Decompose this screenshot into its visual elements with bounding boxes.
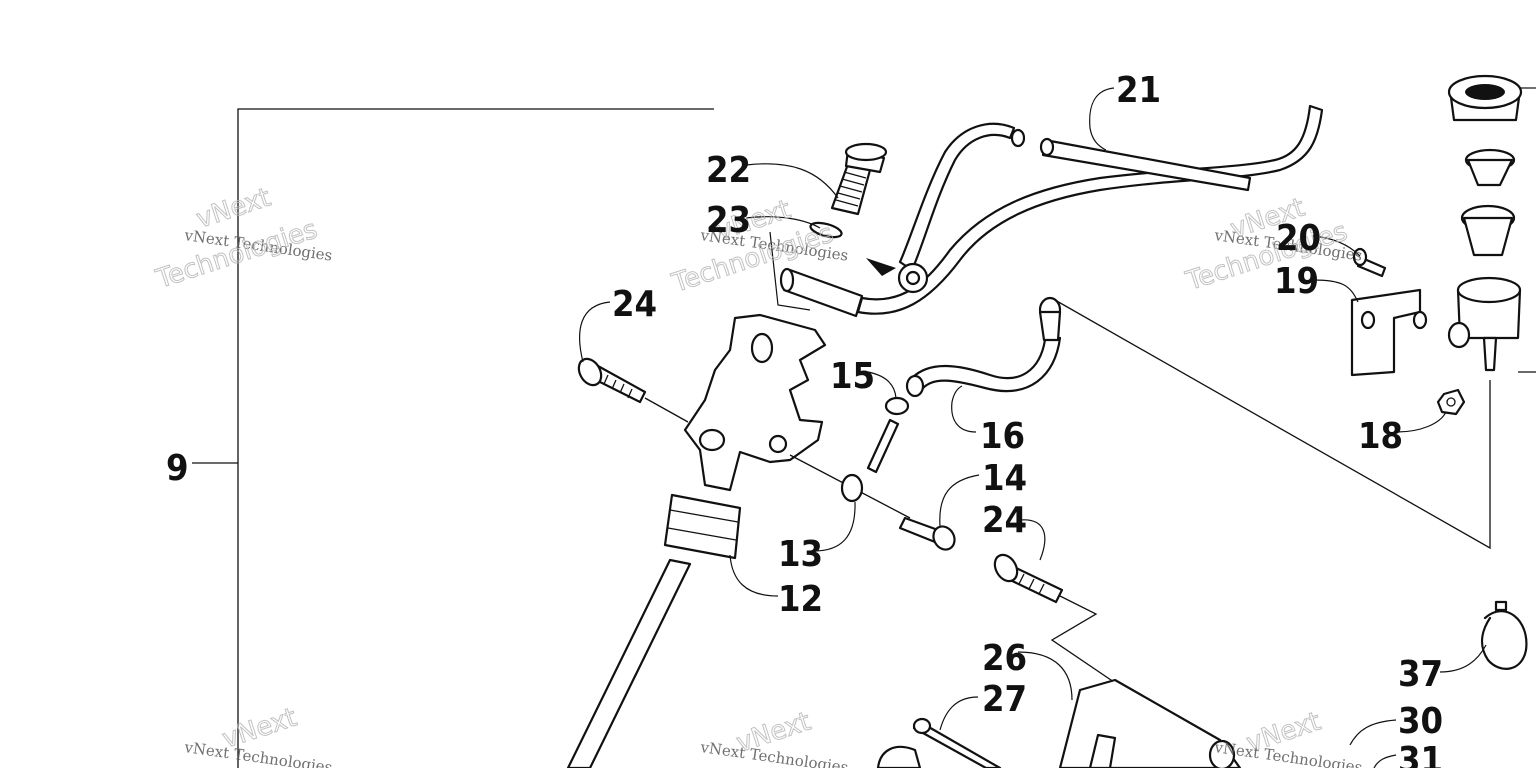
callout-27: 27 — [982, 679, 1027, 720]
bolt-24-lower — [993, 553, 1064, 604]
callout-31: 31 — [1398, 740, 1443, 768]
reservoir-hose — [905, 296, 1062, 398]
watermark-layer: vNext vNext Technologies Technologies vN… — [151, 182, 1363, 768]
callout-16: 16 — [980, 416, 1025, 457]
watermark-big-1: vNext — [193, 183, 275, 235]
callout-12: 12 — [778, 579, 823, 620]
nut-18 — [1436, 388, 1466, 416]
reservoir-assembly — [1447, 74, 1523, 372]
callout-24-lower: 24 — [982, 500, 1027, 541]
bolt-24-upper — [577, 357, 647, 404]
banjo-bolt — [830, 142, 888, 216]
callout-labels: 21 22 23 20 19 24 15 18 9 16 14 24 13 12… — [166, 70, 1443, 768]
callout-20: 20 — [1276, 218, 1321, 259]
leader-lines — [579, 87, 1536, 768]
callout-19: 19 — [1274, 261, 1319, 302]
clevis-pin — [840, 396, 910, 503]
callout-26: 26 — [982, 638, 1027, 679]
callout-15: 15 — [830, 356, 875, 397]
pedal-pivot — [876, 678, 1242, 768]
callout-13: 13 — [778, 534, 823, 575]
group-bracket-9 — [192, 108, 714, 768]
hose-clamp — [1481, 600, 1528, 670]
reservoir-bracket — [1350, 288, 1428, 377]
callout-14: 14 — [982, 458, 1027, 499]
callout-9: 9 — [166, 448, 189, 489]
master-cylinder — [566, 313, 827, 768]
callout-22: 22 — [706, 150, 751, 191]
callout-18: 18 — [1358, 416, 1403, 457]
callout-37: 37 — [1398, 654, 1443, 695]
callout-23: 23 — [706, 200, 751, 241]
brake-hose — [779, 104, 1324, 318]
bolt-14 — [898, 516, 956, 551]
callout-21: 21 — [1116, 70, 1161, 111]
callout-24-upper: 24 — [612, 284, 657, 325]
callout-30: 30 — [1398, 701, 1443, 742]
